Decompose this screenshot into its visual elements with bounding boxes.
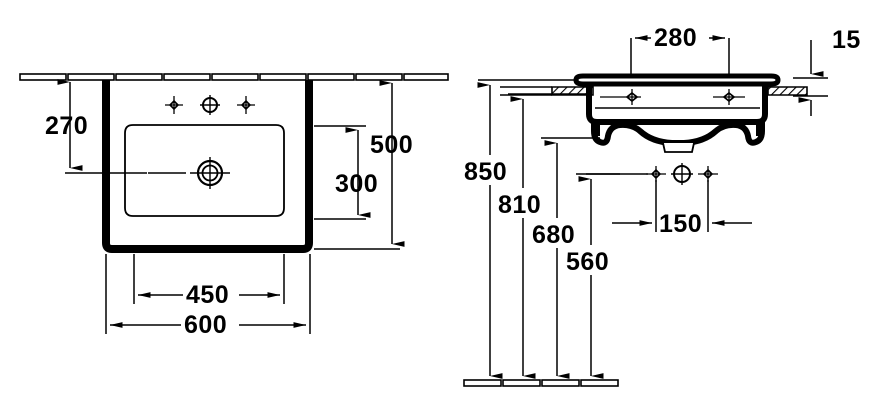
tap-hole-center-icon xyxy=(200,95,220,115)
plan-bowl-outline xyxy=(124,124,285,217)
plan-view: 270 500 300 450 xyxy=(19,73,449,339)
section-basin-underside xyxy=(591,119,765,146)
supply-hole-left-icon xyxy=(646,166,666,182)
plan-basin-outline xyxy=(102,80,313,253)
supply-hole-right-icon xyxy=(698,166,718,182)
plan-wall-line xyxy=(19,73,449,81)
section-countertop xyxy=(573,73,781,87)
dim-280-label: 280 xyxy=(654,24,697,52)
section-waste-boss xyxy=(662,142,695,153)
dim-150-label: 150 xyxy=(659,210,702,238)
section-view: 280 15 850 810 xyxy=(462,23,861,387)
dim-500-label: 500 xyxy=(370,131,413,159)
dim-450: 450 xyxy=(133,254,285,309)
dim-15-label: 15 xyxy=(832,26,861,54)
fixing-hole-left-icon xyxy=(600,89,641,105)
dim-150: 150 xyxy=(612,180,752,238)
dim-15: 15 xyxy=(793,26,861,116)
dim-560-label: 560 xyxy=(566,248,609,276)
dim-270-label: 270 xyxy=(45,112,88,140)
section-floor-line xyxy=(463,379,619,387)
dim-680-label: 680 xyxy=(532,221,575,249)
fixing-hole-right-icon xyxy=(713,89,745,105)
tap-hole-right-icon xyxy=(237,96,255,114)
dim-280: 280 xyxy=(630,23,730,78)
dim-810-label: 810 xyxy=(498,191,541,219)
waste-outlet-icon xyxy=(148,157,230,189)
dim-270: 270 xyxy=(45,79,147,174)
dim-850-label: 850 xyxy=(464,158,507,186)
dim-500: 500 xyxy=(314,80,413,250)
tap-hole-left-icon xyxy=(165,96,183,114)
dim-600: 600 xyxy=(105,254,311,339)
wall-hatch-right xyxy=(767,86,808,96)
dim-600-label: 600 xyxy=(184,311,227,339)
wall-hatch-left xyxy=(500,86,594,96)
dim-300: 300 xyxy=(314,125,378,220)
dim-450-label: 450 xyxy=(186,281,229,309)
supply-hole-center-icon xyxy=(671,163,693,185)
dim-300-label: 300 xyxy=(335,170,378,198)
dim-560: 560 xyxy=(564,173,626,379)
section-basin-upper xyxy=(586,84,768,125)
